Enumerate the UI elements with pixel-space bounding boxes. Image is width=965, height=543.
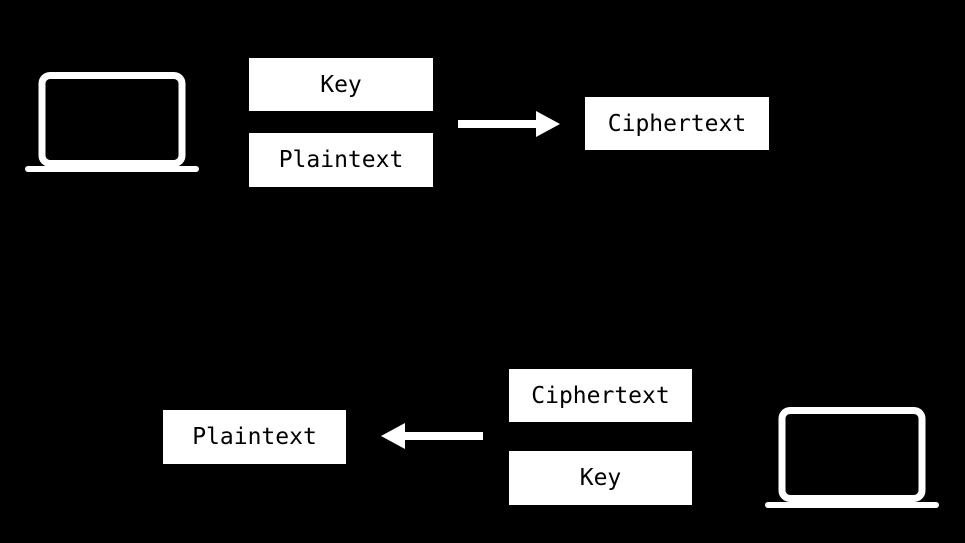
encryption-key-label: Key [320, 71, 362, 98]
encryption-ciphertext-box: Ciphertext [585, 97, 769, 150]
decryption-plaintext-label: Plaintext [192, 424, 317, 450]
decryption-key-box: Key [509, 451, 692, 505]
laptop-icon [25, 72, 199, 172]
arrow-right-icon [458, 111, 560, 137]
decryption-ciphertext-label: Ciphertext [531, 382, 670, 409]
decryption-plaintext-box: Plaintext [163, 410, 346, 464]
encryption-plaintext-box: Plaintext [249, 133, 433, 187]
decryption-ciphertext-box: Ciphertext [509, 369, 692, 422]
encryption-ciphertext-label: Ciphertext [607, 110, 747, 137]
encryption-plaintext-label: Plaintext [278, 147, 404, 173]
encryption-key-box: Key [249, 58, 433, 111]
laptop-icon [765, 407, 939, 508]
arrow-left-icon [381, 423, 483, 449]
decryption-key-label: Key [579, 465, 622, 491]
